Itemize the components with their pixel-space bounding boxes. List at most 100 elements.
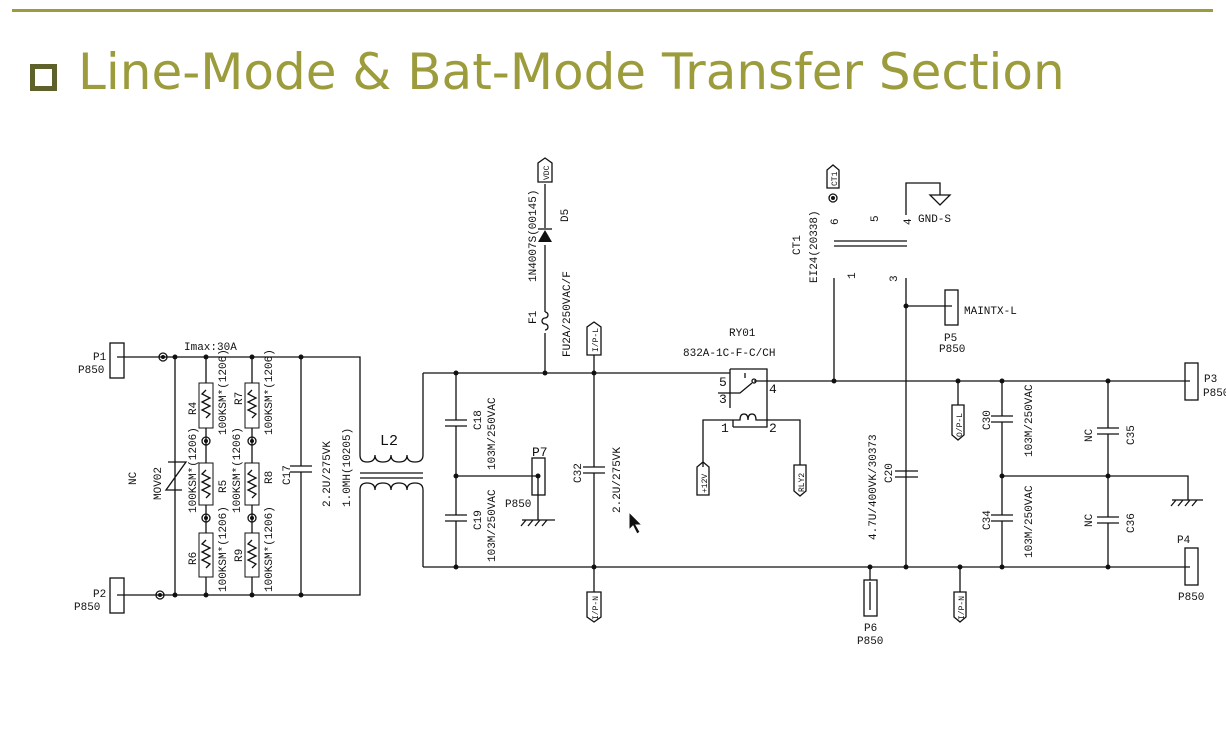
tag-ip-l	[586, 321, 602, 356]
input-filter	[109, 342, 424, 614]
label: 103M/250VAC	[487, 489, 499, 562]
label: C34	[982, 510, 994, 530]
label: RY01	[729, 328, 756, 340]
label: 100KSM*(1206)	[264, 506, 276, 592]
label: 4	[903, 218, 915, 225]
label: 100KSM*(1206)	[218, 506, 230, 592]
label: I/P-N	[592, 596, 601, 620]
connector-p5	[944, 289, 959, 326]
label: C17	[282, 465, 294, 485]
label: P6	[864, 623, 877, 635]
label: R9	[234, 549, 246, 562]
label: R5	[218, 480, 230, 493]
current-transformer-ct1	[826, 164, 959, 567]
capacitor-c20	[895, 470, 918, 478]
capacitor-c17	[290, 357, 312, 595]
label: 100KSM*(1206)	[218, 349, 230, 435]
label: P850	[78, 365, 104, 377]
label: 5	[870, 215, 882, 222]
connector-p3	[1184, 362, 1199, 401]
label: C32	[573, 463, 585, 483]
label: 100KSM*(1206)	[232, 427, 244, 513]
label: C36	[1126, 513, 1138, 533]
line-side	[423, 157, 1190, 623]
label: 2.2U/275VK	[322, 441, 334, 507]
label: P850	[857, 636, 883, 648]
label: P850	[74, 602, 100, 614]
hollow-square-bullet-icon	[30, 64, 57, 91]
label: Imax:30A	[184, 342, 237, 354]
label: 4.7U/400VK/30373	[868, 434, 880, 540]
label: 103M/250VAC	[487, 397, 499, 470]
capacitors-c30-c34	[991, 381, 1013, 567]
label: 100KSM*(1206)	[188, 427, 200, 513]
label: 1N4007S(00145)	[528, 190, 540, 282]
mouse-cursor-icon	[628, 510, 644, 535]
label: P4	[1177, 535, 1191, 547]
tag-ip-n	[586, 591, 602, 623]
label: MOV02	[153, 467, 165, 500]
label: 2	[769, 421, 777, 436]
resistor-string-right	[244, 357, 260, 595]
label: O/P-L	[956, 413, 965, 437]
tag-ip-n-out	[953, 567, 967, 623]
connector-p7	[531, 457, 546, 496]
label: FU2A/250VAC/F	[562, 271, 574, 357]
output-side	[826, 164, 1203, 623]
capacitors-c18-c19	[445, 373, 467, 567]
label: C35	[1126, 425, 1138, 445]
fuse-f1	[541, 311, 549, 331]
label: 103M/250VAC	[1024, 384, 1036, 457]
label: RLY2	[798, 473, 807, 492]
label: P3	[1204, 374, 1217, 386]
label: P850	[939, 344, 965, 356]
relay-ry01	[696, 368, 1190, 497]
label: R8	[264, 471, 276, 484]
label: C30	[982, 410, 994, 430]
label: C19	[473, 510, 485, 530]
label: P2	[93, 589, 106, 601]
capacitor-c32	[583, 355, 605, 592]
ground-gnd-s-icon	[928, 194, 952, 206]
label: 103M/250VAC	[1024, 485, 1036, 558]
tag-rly2	[793, 464, 807, 497]
label: 832A-1C-F-C/CH	[683, 348, 775, 360]
label: NC	[1084, 513, 1096, 527]
label: 5	[719, 375, 727, 390]
label: +12V	[701, 474, 710, 493]
varistor-mov02	[164, 357, 188, 595]
label: D5	[560, 209, 572, 222]
label: GND-S	[918, 214, 951, 226]
label: P7	[532, 445, 548, 460]
label: NC	[1084, 428, 1096, 442]
tag-op-l	[951, 381, 965, 441]
label: 1	[847, 272, 859, 279]
label: C20	[884, 463, 896, 483]
label: R7	[234, 392, 246, 405]
tag-plus12v	[696, 461, 710, 496]
label: F1	[528, 310, 540, 324]
label: L2	[380, 433, 398, 450]
resistor-string-left	[198, 357, 214, 595]
label: P5	[944, 333, 957, 345]
label: VDC	[543, 165, 552, 180]
label: 1.0MH(10205)	[342, 428, 354, 507]
diode-d5	[538, 230, 552, 242]
label: R4	[188, 401, 200, 415]
label: 2.2U/275VK	[612, 447, 624, 513]
label: 3	[719, 392, 727, 407]
slide-title: Line-Mode & Bat-Mode Transfer Section	[78, 43, 1065, 101]
label: P850	[505, 499, 531, 511]
label: P850	[1178, 592, 1204, 604]
label: 1	[721, 421, 729, 436]
label: 100KSM*(1206)	[264, 349, 276, 435]
tag-vdc	[537, 157, 553, 183]
header-rule	[12, 9, 1213, 12]
connector-p6	[863, 579, 878, 617]
label: P1	[93, 352, 107, 364]
connector-p4	[1184, 547, 1199, 586]
label: 6	[830, 218, 842, 225]
connector-p1	[109, 342, 125, 379]
label: MAINTX-L	[964, 306, 1017, 318]
